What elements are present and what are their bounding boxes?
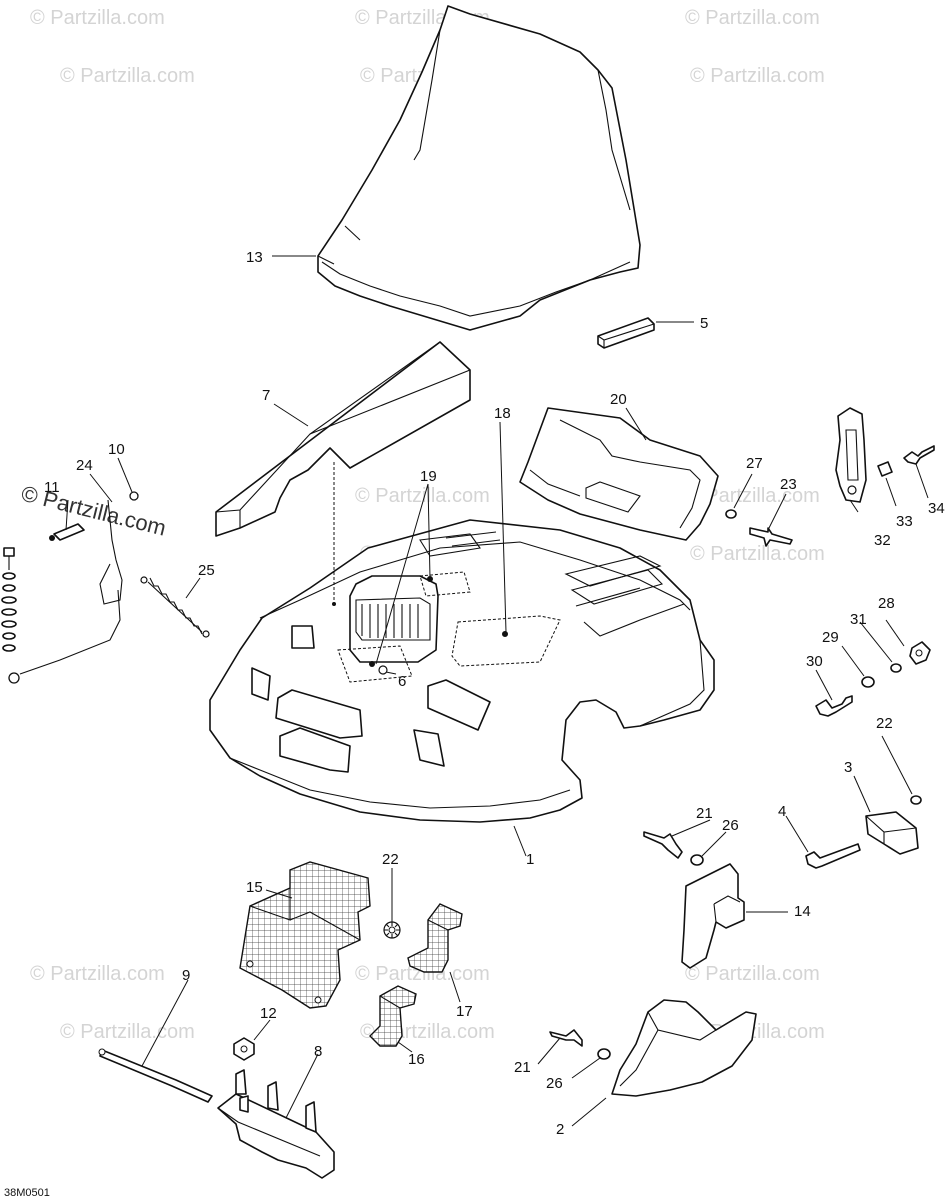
callout-3: 3 — [844, 759, 852, 776]
watermark-6: © Partzilla.com — [690, 65, 825, 87]
callout-2: 2 — [556, 1121, 564, 1138]
callout-21-upper: 21 — [696, 805, 713, 822]
callout-7: 7 — [262, 387, 270, 404]
part-9-rod — [98, 1048, 213, 1103]
part-15-mesh-plate — [239, 861, 371, 1009]
callout-17: 17 — [456, 1003, 473, 1020]
callout-22-middle: 22 — [382, 851, 399, 868]
part-14-bracket — [681, 863, 745, 969]
callout-22-right: 22 — [876, 715, 893, 732]
callout-4: 4 — [778, 803, 786, 820]
part-32-bracket — [835, 407, 867, 503]
part-22-washer-right — [910, 795, 922, 805]
callout-13: 13 — [246, 249, 263, 266]
part-33-spacer — [877, 461, 893, 477]
part-21-rivet-upper — [643, 831, 683, 859]
part-5-block — [597, 317, 655, 349]
left-wiring-parts — [1, 491, 210, 684]
watermark-10: © Partzilla.com — [690, 543, 825, 565]
callout-1: 1 — [526, 851, 534, 868]
callout-27: 27 — [746, 455, 763, 472]
callout-21-lower: 21 — [514, 1059, 531, 1076]
part-2-cover — [611, 999, 757, 1097]
part-12-nut — [233, 1037, 255, 1061]
callout-32: 32 — [874, 532, 891, 549]
watermark-dark: © Partzilla.com — [19, 481, 169, 541]
part-20-tray — [519, 407, 719, 541]
watermark-4: © Partzilla.com — [60, 65, 195, 87]
part-17-bracket — [407, 903, 463, 973]
watermark-8: © Partzilla.com — [685, 485, 820, 507]
right-fasteners — [725, 407, 935, 717]
part-11-rivet — [53, 523, 85, 541]
part-1-hood — [209, 462, 715, 823]
part-7-foam-strip — [215, 341, 471, 537]
part-27-washer — [725, 509, 737, 519]
watermark-13: © Partzilla.com — [685, 963, 820, 985]
part-34-screw — [903, 445, 935, 465]
callout-24: 24 — [76, 457, 93, 474]
part-10-washer — [129, 491, 139, 501]
part-22-star-washer — [383, 921, 401, 939]
watermark-11: © Partzilla.com — [30, 963, 165, 985]
bracket-parts-right — [549, 831, 745, 1060]
callout-25: 25 — [198, 562, 215, 579]
callout-30: 30 — [806, 653, 823, 670]
callout-16: 16 — [408, 1051, 425, 1068]
callout-14: 14 — [794, 903, 811, 920]
part-25-spring — [147, 581, 203, 633]
callout-26-upper: 26 — [722, 817, 739, 834]
callout-26-lower: 26 — [546, 1075, 563, 1092]
part-26-washer-upper — [690, 854, 704, 866]
diagram-code: 38M0501 — [4, 1187, 50, 1199]
part-8-plate — [217, 1069, 335, 1179]
callout-28: 28 — [878, 595, 895, 612]
part-26-washer-lower — [597, 1048, 611, 1060]
part-29-washer — [861, 676, 875, 688]
part-30-bolt — [815, 695, 853, 717]
callout-12: 12 — [260, 1005, 277, 1022]
callout-19: 19 — [420, 468, 437, 485]
callout-11: 11 — [44, 479, 60, 496]
callout-18: 18 — [494, 405, 511, 422]
callout-31: 31 — [850, 611, 867, 628]
callout-6: 6 — [398, 673, 406, 690]
callout-15: 15 — [246, 879, 263, 896]
hinge-parts — [805, 795, 922, 869]
part-3-hinge — [865, 811, 919, 855]
callout-33: 33 — [896, 513, 913, 530]
callout-20: 20 — [610, 391, 627, 408]
callout-8: 8 — [314, 1043, 322, 1060]
callouts: 13 5 7 18 20 19 10 24 11 25 6 1 27 23 32… — [44, 249, 945, 1138]
callout-23: 23 — [780, 476, 797, 493]
callout-5: 5 — [700, 315, 708, 332]
part-31-washer — [890, 663, 902, 673]
watermark-7: © Partzilla.com — [355, 485, 490, 507]
windshield — [317, 5, 641, 331]
watermark-12: © Partzilla.com — [355, 963, 490, 985]
watermark-1: © Partzilla.com — [30, 7, 165, 29]
part-4-bolt — [805, 843, 861, 869]
part-21-rivet-lower — [549, 1029, 583, 1047]
watermark-14: © Partzilla.com — [60, 1021, 195, 1043]
callout-34: 34 — [928, 500, 945, 517]
callout-9: 9 — [182, 967, 190, 984]
leader-lines — [65, 255, 929, 1127]
part-16-bracket — [369, 985, 417, 1047]
part-24-wire — [99, 499, 123, 605]
callout-10: 10 — [108, 441, 125, 458]
callout-29: 29 — [822, 629, 839, 646]
watermark-3: © Partzilla.com — [685, 7, 820, 29]
